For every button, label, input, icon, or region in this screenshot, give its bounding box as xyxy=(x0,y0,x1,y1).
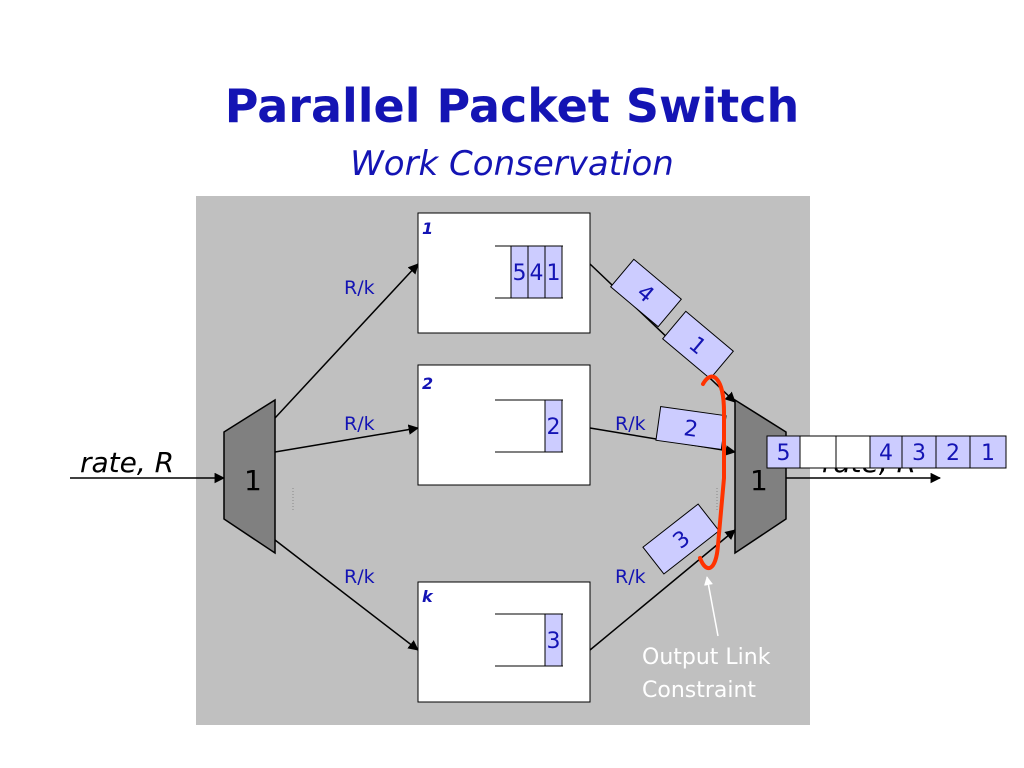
in-flight-cell-4: 4 xyxy=(609,258,683,328)
plane-1 xyxy=(417,212,591,334)
output-queue-cell xyxy=(799,435,837,469)
rate-out-mid: R/k xyxy=(615,413,646,435)
output-queue-cell xyxy=(969,435,1007,469)
output-queue-label: 4 xyxy=(879,441,893,466)
output-queue-label: 1 xyxy=(981,441,995,466)
link-out-bot xyxy=(589,529,736,651)
output-queue-label: 5 xyxy=(777,441,791,466)
plane-1-label: 1 xyxy=(422,219,433,238)
plane-k-label: k xyxy=(422,587,434,606)
plane-k xyxy=(417,581,591,703)
annotation-pointer xyxy=(704,576,719,637)
link-in-mid xyxy=(274,424,420,453)
input-port-label: 1 xyxy=(244,464,262,497)
output-queue-label: 2 xyxy=(946,441,960,466)
page-subtitle: Work Conservation xyxy=(350,144,674,184)
output-queue-cell xyxy=(766,435,801,469)
output-constraint-bracket xyxy=(698,374,726,571)
plane-2 xyxy=(417,364,591,486)
plane-1-cell-label: 5 xyxy=(513,261,527,286)
in-flight-cell-2-label: 2 xyxy=(682,416,699,443)
annotation-line-1: Output Link xyxy=(642,645,771,670)
rate-out-bot: R/k xyxy=(615,566,646,588)
plane-k-cell-label: 3 xyxy=(547,629,561,654)
rate-in-mid: R/k xyxy=(344,413,375,435)
output-queue-label: 3 xyxy=(912,441,926,466)
plane-1-cell-label: 1 xyxy=(547,261,561,286)
input-rate-label: rate, R xyxy=(80,446,174,479)
plane-2-label: 2 xyxy=(422,374,433,393)
plane-2-cell-label: 2 xyxy=(547,415,561,440)
output-port-label: 1 xyxy=(750,464,768,497)
plane-1-cell xyxy=(544,245,563,299)
plane-k-cell xyxy=(544,613,563,667)
output-queue-cell xyxy=(835,435,871,469)
output-queue-cell xyxy=(935,435,971,469)
rate-in-bot: R/k xyxy=(344,566,375,588)
rate-in-top: R/k xyxy=(344,277,375,299)
annotation-line-2: Constraint xyxy=(642,678,756,703)
page-title: Parallel Packet Switch xyxy=(224,79,800,133)
link-in-bot xyxy=(274,539,419,651)
output-queue-cell xyxy=(901,435,937,469)
link-in-top xyxy=(274,263,419,419)
plane-1-cell-label: 4 xyxy=(530,261,544,286)
demultiplexer xyxy=(223,398,276,555)
in-flight-cell-3: 3 xyxy=(642,503,720,575)
plane-2-cell xyxy=(544,399,563,453)
in-flight-cell-1: 1 xyxy=(661,310,735,380)
